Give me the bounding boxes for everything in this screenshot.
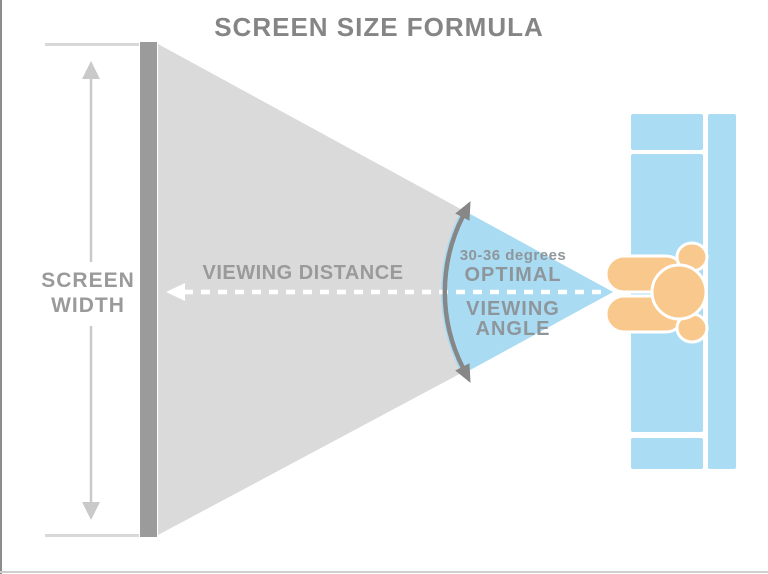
viewing-distance-label: VIEWING DISTANCE — [202, 262, 404, 284]
left-arrowhead-icon — [166, 283, 185, 301]
viewing-angle-label-optimal: OPTIMAL — [464, 264, 562, 286]
person-head — [650, 263, 708, 321]
screen-width-tick-top — [45, 43, 139, 46]
screen-width-arrow-icon — [82, 61, 100, 520]
viewing-angle-degrees-label: 30-36 degrees — [459, 247, 567, 264]
viewing-angle-label-angle: ANGLE — [475, 318, 551, 340]
screen-width-label: SCREEN WIDTH — [28, 268, 148, 318]
viewing-distance-arrow-icon — [166, 283, 606, 301]
screen-width-measure — [45, 43, 139, 537]
viewing-angle-arc-icon — [442, 201, 471, 383]
screen-width-tick-bottom — [45, 534, 139, 537]
bottom-border-line — [0, 571, 768, 573]
left-border-line — [0, 0, 2, 574]
screen-width-label-line2: WIDTH — [51, 294, 125, 317]
couch-armrest-bottom — [631, 438, 703, 469]
person-icon — [604, 241, 709, 344]
viewing-cone — [158, 44, 613, 535]
couch-backrest — [708, 114, 736, 469]
page-title: SCREEN SIZE FORMULA — [214, 12, 544, 42]
couch-armrest-top — [631, 114, 703, 150]
screen-width-label-line1: SCREEN — [41, 269, 135, 292]
viewing-angle-label-viewing: VIEWING — [466, 298, 560, 320]
screen-bar — [140, 42, 157, 537]
